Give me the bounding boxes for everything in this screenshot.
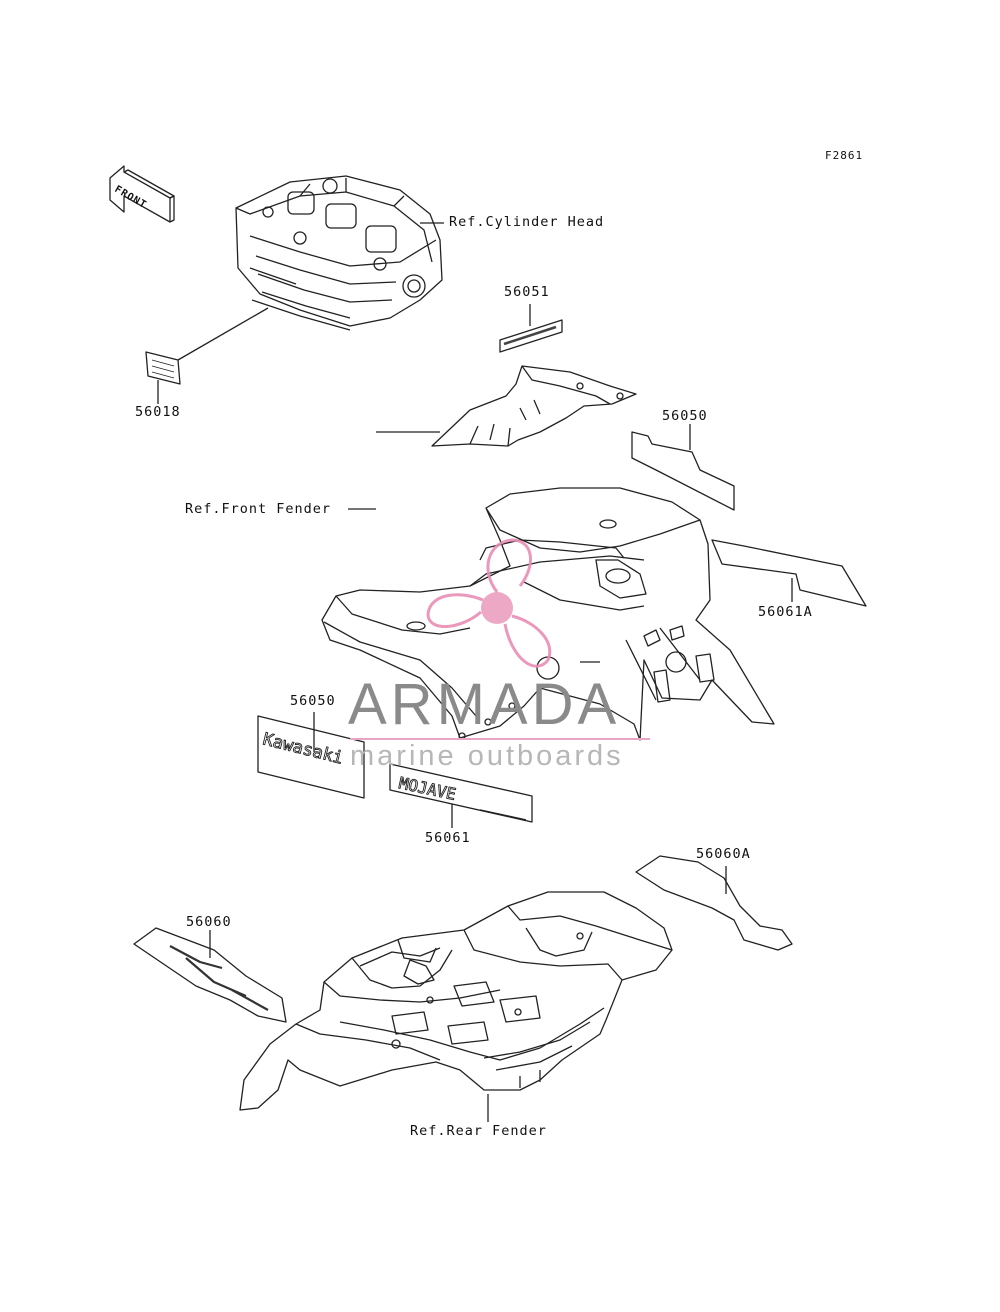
watermark-tagline: marine outboards [350,740,624,772]
decal-56050-upper [631,431,735,511]
decal-56060A [635,855,793,951]
decal-56060 [133,927,287,1023]
part-56051: 56051 [504,284,550,300]
part-56061: 56061 [425,830,471,846]
front-fender-drawing [321,487,775,741]
rear-fender-drawing [239,891,673,1111]
part-56050-lower: 56050 [290,693,336,709]
label-ref-cylinder-head: Ref.Cylinder Head [449,214,605,230]
part-56060: 56060 [186,914,232,930]
decal-56051 [499,319,563,353]
figure-code: F2861 [825,149,864,162]
part-56050-upper: 56050 [662,408,708,424]
front-arrow-icon [109,165,175,223]
decal-56018 [145,351,181,385]
part-56060A: 56060A [696,846,751,862]
part-56061A: 56061A [758,604,813,620]
watermark-rule [350,738,650,740]
propeller-logo-icon [426,538,552,668]
decal-kawasaki: Kawasaki [257,715,365,799]
label-ref-rear-fender: Ref.Rear Fender [410,1123,547,1139]
decal-mojave: MOJAVE [389,763,533,823]
decal-56061A [711,539,867,607]
decal-56018-leader [177,307,269,361]
tank-cover-drawing [431,365,637,447]
watermark-name: ARMADA [348,672,621,737]
part-56018: 56018 [135,404,181,420]
label-ref-front-fender: Ref.Front Fender [185,501,332,517]
cylinder-head-drawing [235,175,443,331]
